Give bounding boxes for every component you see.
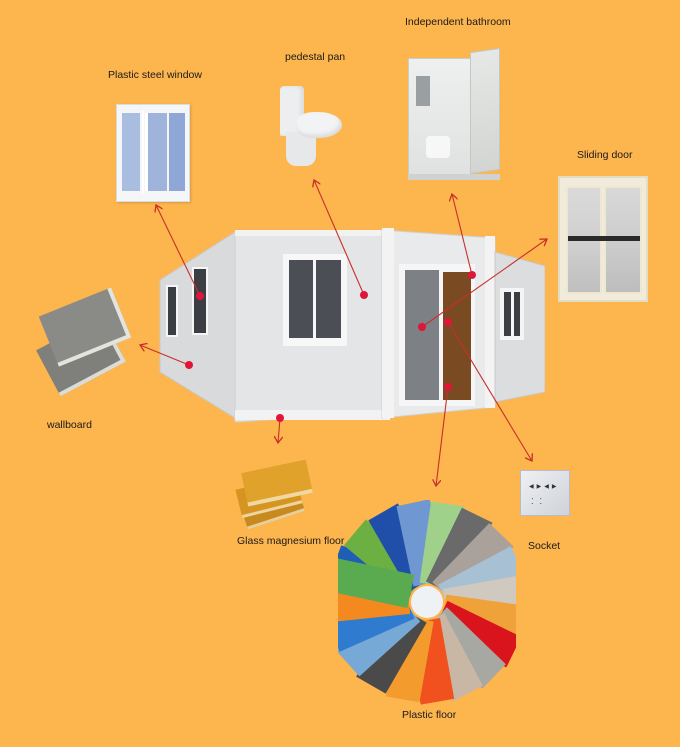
container-house-image	[155, 222, 546, 432]
label-plastic-steel-window: Plastic steel window	[108, 69, 202, 81]
independent-bathroom-image	[408, 46, 503, 186]
label-wallboard: wallboard	[47, 419, 92, 431]
label-glass-magnesium-floor: Glass magnesium floor	[237, 535, 345, 547]
plastic-floor-image	[325, 499, 530, 705]
sliding-door-image	[558, 176, 648, 302]
label-independent-bathroom: Independent bathroom	[405, 16, 511, 28]
label-socket: Socket	[528, 540, 561, 552]
label-pedestal-pan: pedestal pan	[285, 51, 346, 63]
pedestal-pan-image	[278, 82, 342, 168]
label-plastic-floor: Plastic floor	[402, 709, 457, 721]
plastic-steel-window-image	[116, 104, 190, 202]
socket-image: ◀▶◀▶ ⁚⁚	[520, 470, 570, 516]
label-sliding-door: Sliding door	[577, 149, 633, 161]
